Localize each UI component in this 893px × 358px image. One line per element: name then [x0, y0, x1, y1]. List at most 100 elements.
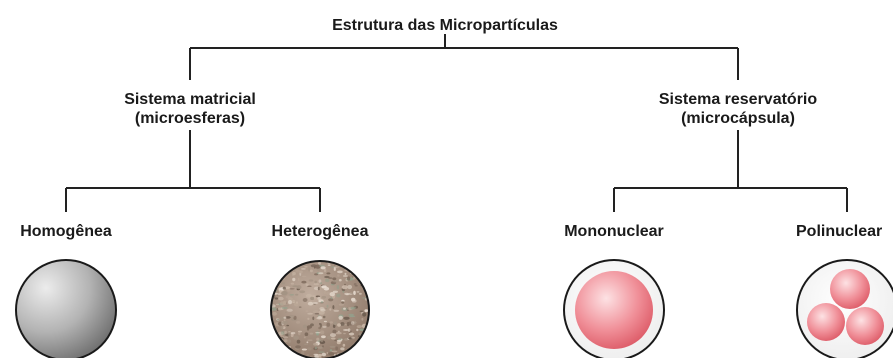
texture-grain [316, 338, 319, 341]
texture-grain [268, 273, 271, 277]
texture-grain [283, 287, 286, 290]
texture-grain [281, 336, 284, 337]
texture-grain [282, 257, 286, 260]
texture-grain [276, 264, 282, 266]
texture-grain [342, 285, 348, 289]
texture-grain [296, 301, 298, 304]
texture-grain [322, 296, 327, 299]
texture-grain [274, 258, 278, 262]
texture-grain [318, 287, 320, 290]
texture-grain [368, 324, 373, 328]
texture-grain [283, 259, 289, 263]
texture-grain [316, 331, 319, 335]
capsule-core [846, 307, 884, 345]
texture-grain [277, 353, 281, 356]
texture-grain [279, 352, 283, 356]
texture-grain [314, 283, 319, 285]
texture-grain [297, 285, 302, 289]
texture-grain [283, 301, 286, 305]
texture-grain [271, 259, 273, 262]
texture-grain [278, 347, 284, 349]
texture-grain [366, 266, 372, 267]
texture-grain [351, 321, 355, 325]
texture-grain [359, 293, 362, 295]
texture-grain [318, 354, 322, 357]
matrix-system-title: Sistema matricial [124, 90, 256, 109]
texture-grain [364, 281, 369, 284]
texture-grain [283, 256, 289, 260]
texture-grain [336, 294, 340, 298]
homogeneous-sphere [16, 260, 116, 358]
texture-grain [348, 351, 352, 355]
texture-grain [370, 280, 374, 283]
texture-grain [334, 321, 337, 325]
texture-grain [349, 351, 354, 355]
texture-grain [269, 353, 274, 356]
texture-grain [329, 308, 331, 311]
texture-grain [340, 309, 342, 311]
texture-grain [277, 319, 279, 320]
texture-grain [307, 286, 311, 287]
texture-grain [349, 333, 354, 336]
texture-grain [273, 351, 278, 355]
texture-grain [347, 285, 352, 289]
texture-grain [352, 262, 357, 264]
texture-grain [343, 317, 349, 320]
texture-grain [277, 277, 279, 281]
texture-grain [358, 269, 360, 272]
texture-grain [272, 283, 276, 286]
texture-grain [267, 294, 271, 297]
mononuclear-label: Mononuclear [564, 222, 664, 241]
texture-grain [315, 313, 320, 315]
texture-grain [283, 351, 288, 354]
texture-grain [326, 272, 330, 274]
texture-grain [320, 282, 322, 284]
texture-grain [354, 307, 356, 309]
texture-grain [278, 274, 280, 276]
texture-grain [297, 340, 301, 344]
texture-grain [287, 289, 291, 292]
texture-grain [321, 301, 323, 302]
texture-grain [284, 356, 290, 358]
texture-grain [286, 325, 289, 327]
texture-grain [278, 258, 280, 262]
texture-grain [339, 316, 343, 320]
texture-grain [330, 333, 336, 337]
texture-grain [365, 350, 368, 354]
texture-grain [287, 309, 293, 312]
texture-grain [332, 280, 338, 283]
texture-grain [266, 347, 272, 349]
texture-grain [298, 278, 300, 281]
texture-grain [341, 339, 343, 340]
texture-grain [322, 353, 327, 357]
texture-grain [307, 340, 312, 341]
texture-grain [333, 310, 339, 312]
texture-grain [339, 279, 342, 281]
texture-grain [360, 268, 364, 270]
texture-grain [328, 264, 331, 266]
texture-grain [281, 326, 284, 329]
texture-grain [266, 308, 270, 309]
texture-grain [344, 293, 349, 295]
texture-grain [353, 291, 356, 295]
texture-grain [308, 267, 310, 271]
texture-grain [322, 345, 324, 347]
texture-grain [321, 266, 326, 269]
texture-grain [321, 335, 326, 338]
texture-grain [369, 257, 372, 260]
texture-grain [269, 260, 275, 263]
texture-grain [321, 285, 327, 288]
texture-grain [292, 278, 295, 281]
texture-grain [282, 260, 286, 263]
texture-grain [362, 312, 366, 316]
texture-grain [345, 264, 349, 266]
texture-grain [367, 273, 371, 275]
texture-grain [361, 269, 366, 272]
texture-grain [315, 332, 320, 333]
texture-grain [291, 300, 295, 301]
texture-grain [319, 323, 321, 325]
texture-grain [351, 337, 355, 339]
texture-grain [327, 305, 329, 308]
texture-grain [329, 256, 331, 260]
